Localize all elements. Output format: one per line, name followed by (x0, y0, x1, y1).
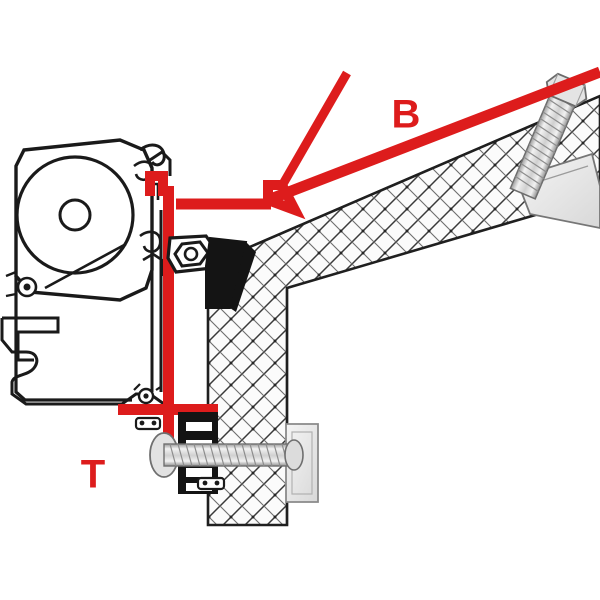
awning-case (0, 138, 172, 406)
label-b-leader (279, 70, 351, 187)
case-pivot-arms (5, 270, 17, 298)
adapter-bar-b-hook (263, 180, 306, 220)
adapter-t-vertical (163, 186, 174, 472)
adapter-bar-b (176, 66, 600, 220)
case-hook-b (149, 150, 172, 176)
case-left-hardware (5, 270, 38, 298)
black-wedge (205, 236, 248, 309)
lower-pivot-pin (143, 393, 149, 399)
lower-plate-inner (291, 431, 313, 495)
lower-small-plate-hole-1 (139, 420, 145, 426)
awning-fabric (44, 242, 127, 290)
lower-small-plate-2 (196, 476, 226, 491)
wall-top-edge (207, 94, 600, 267)
lower-bracket-hardware (133, 383, 226, 491)
case-hook-e (139, 230, 162, 254)
label-t: T (81, 453, 105, 497)
lower-bolt-assembly (133, 383, 319, 503)
adapter-t-horizontal (118, 404, 218, 415)
case-back-wall (14, 276, 132, 402)
case-pivot-pin (23, 283, 31, 291)
adapter-bar-b-sloped (266, 66, 600, 206)
lead-rail-upper (2, 316, 60, 362)
lower-small-plate (134, 416, 162, 431)
lower-bolt-nut (284, 439, 304, 471)
hex-nut-bracket (166, 234, 256, 312)
lower-small-plate2-hole-2 (214, 480, 220, 486)
lower-small-plate-hole-2 (151, 420, 157, 426)
lower-bolt-shank (163, 443, 297, 467)
hex-nut-bore (183, 246, 199, 262)
label-b: B (392, 93, 421, 137)
case-hook-f (142, 252, 164, 276)
lead-rail-hook (10, 350, 122, 406)
black-clamp-slot-1 (186, 422, 212, 431)
lower-small-plate2-hole-1 (202, 480, 208, 486)
roller-shaft (58, 198, 92, 232)
adapter-t-top-return (145, 171, 168, 196)
lower-bolt-threads (169, 443, 289, 467)
lower-pivot-arms (133, 383, 163, 391)
black-wedge-face (230, 242, 256, 312)
lead-rail-lip (0, 318, 26, 354)
black-clamp-slot-3 (186, 468, 212, 477)
